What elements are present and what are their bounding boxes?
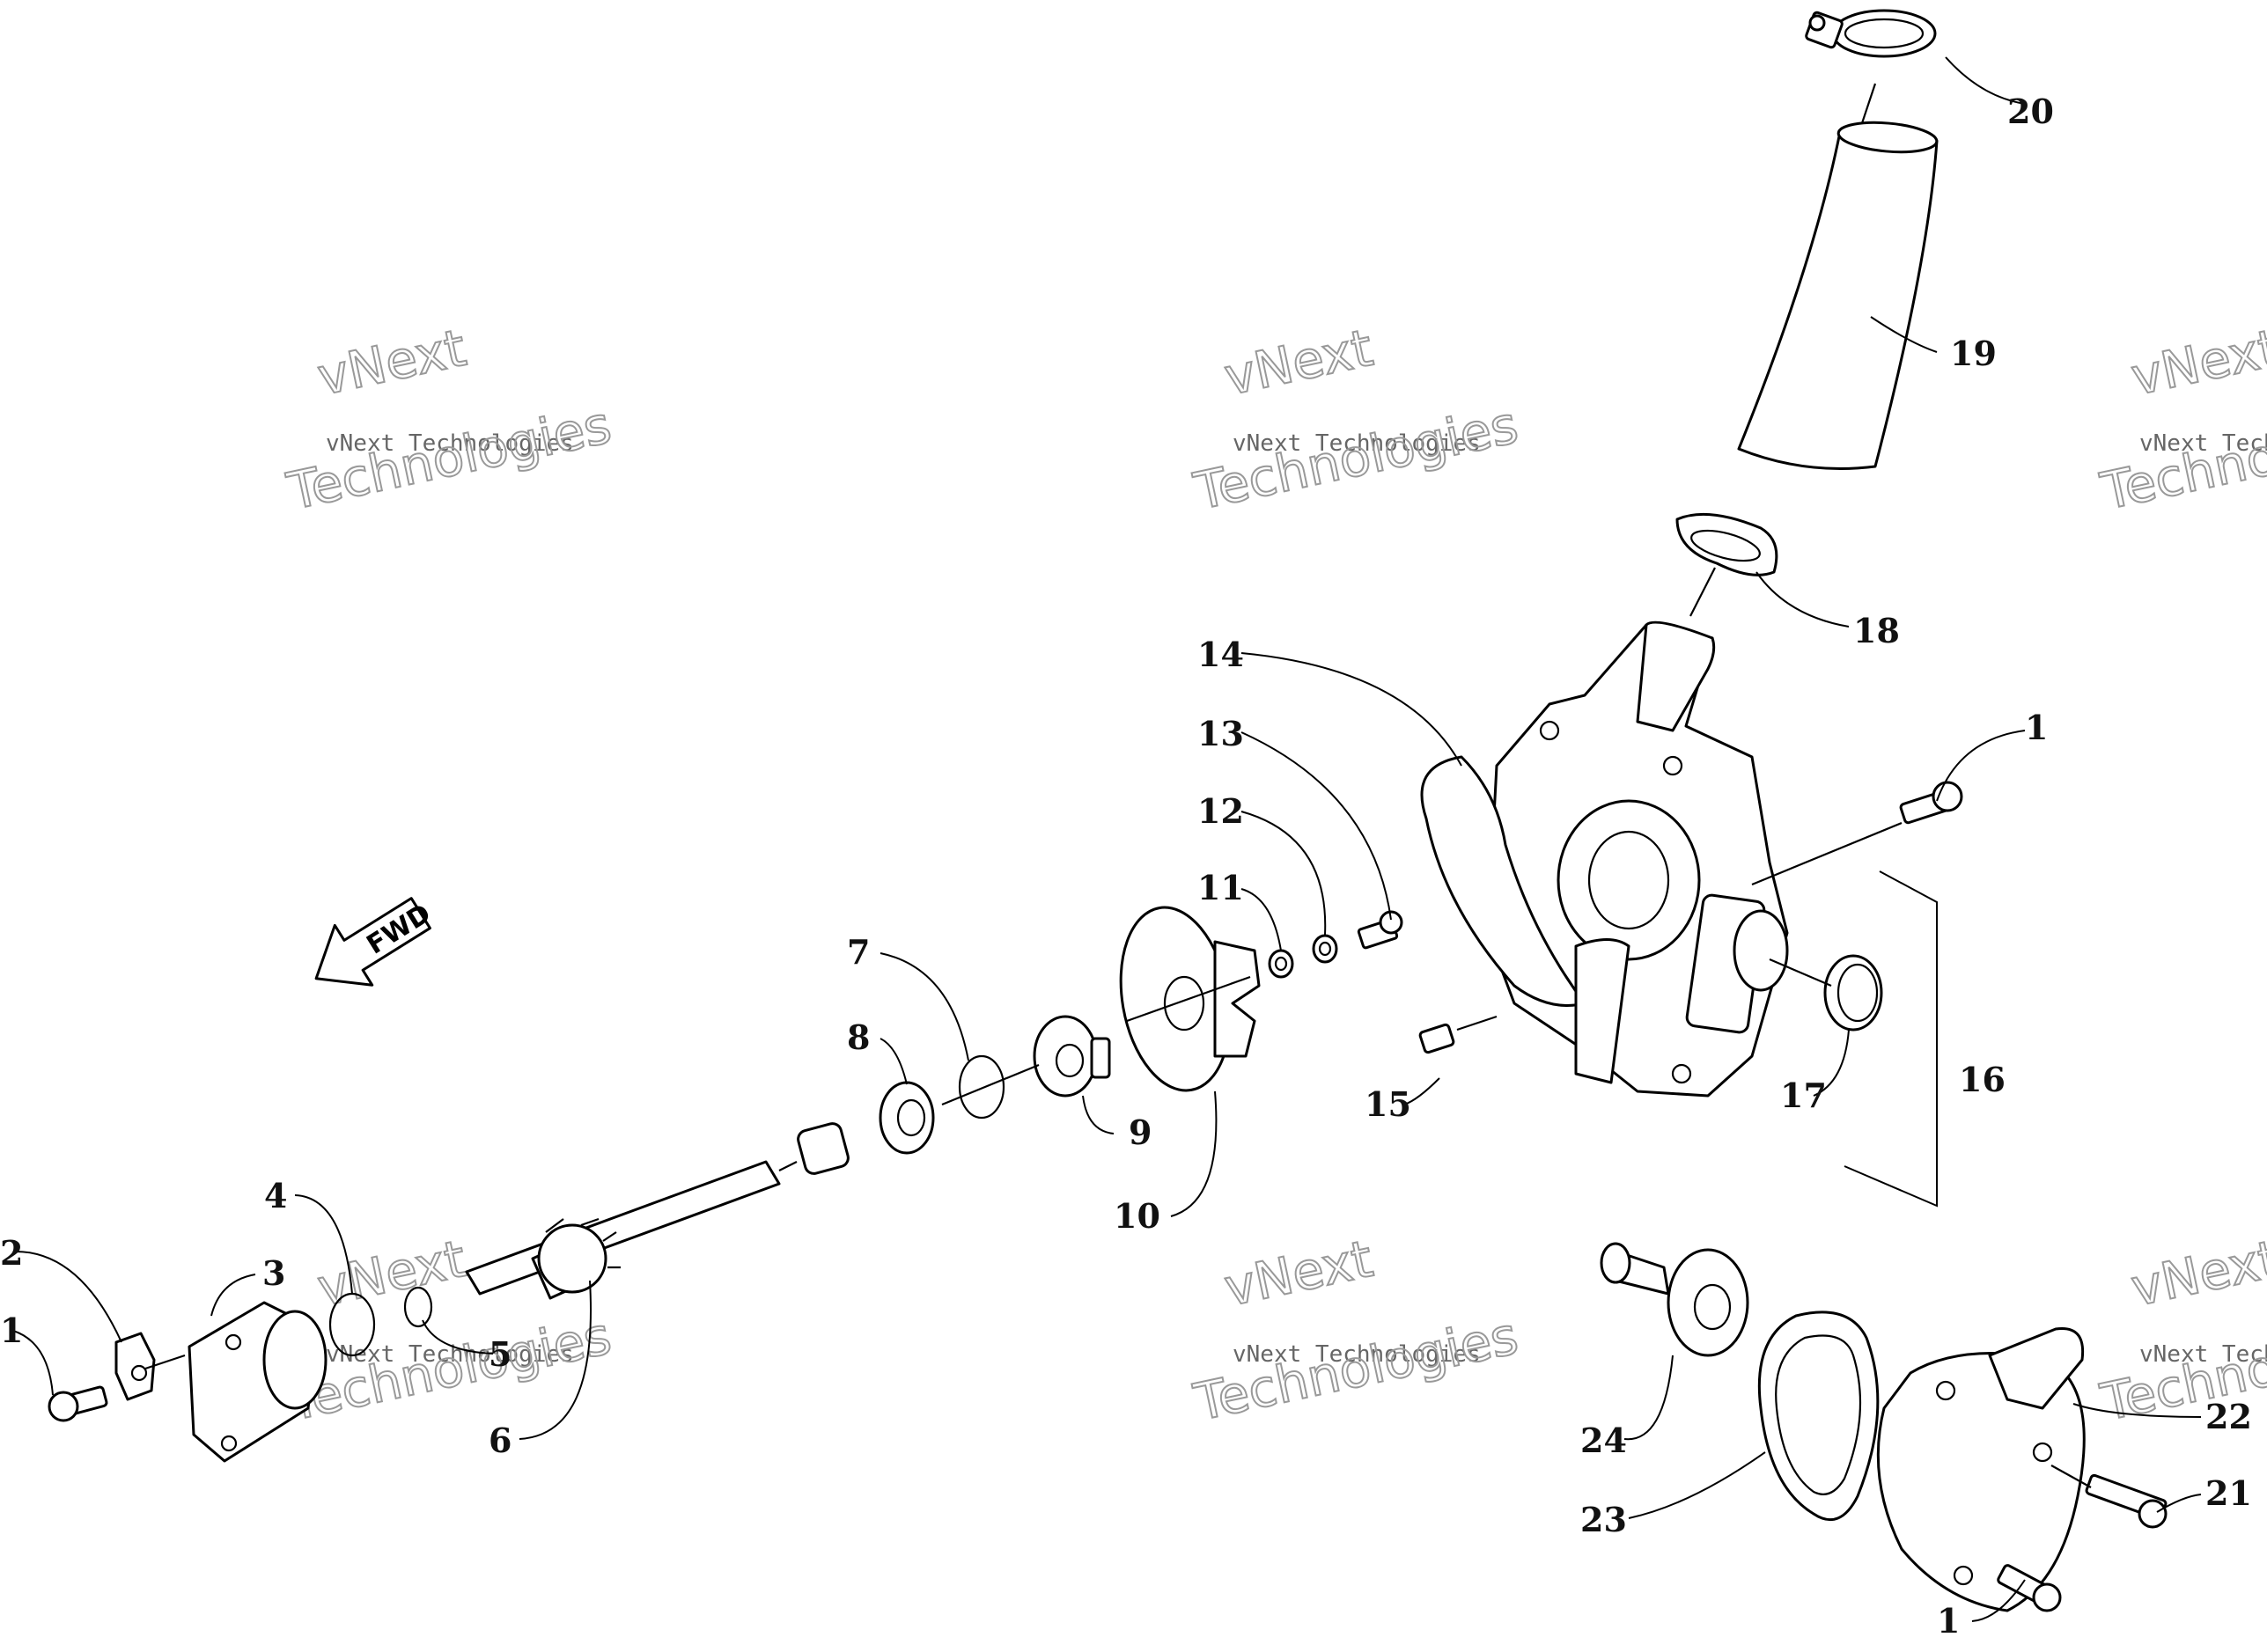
callout-13: 13: [1197, 714, 1244, 753]
callout-14: 14: [1197, 635, 1244, 674]
part-10-impeller: [1119, 906, 1261, 1092]
watermark-line3: Technologies: [1189, 394, 1523, 521]
callout-1-left: 1: [0, 1311, 23, 1350]
watermark-center: vNext vNext Technologies Technologies: [1188, 317, 1524, 523]
watermark-line2: vNext Technologies: [2139, 1341, 2267, 1368]
callout-11: 11: [1197, 868, 1244, 907]
callout-21: 21: [2205, 1473, 2252, 1513]
watermark-line2: vNext Technologies: [326, 430, 574, 457]
callout-23: 23: [1580, 1500, 1627, 1539]
part-17-seal: [1823, 954, 1883, 1032]
axis-line: [1751, 821, 1903, 886]
part-6-shaft: [465, 1160, 781, 1300]
axis-line: [778, 1161, 798, 1171]
part-21-bolt: [2085, 1473, 2168, 1529]
watermark-right: vNext vNext Technologies Technologies: [2094, 317, 2267, 523]
callout-3: 3: [262, 1253, 285, 1293]
part-15-dowel: [1418, 1023, 1455, 1054]
part-23-gasket: [1757, 1311, 1880, 1522]
axis-line: [1860, 83, 1877, 124]
watermark-line1: vNext: [1219, 318, 1378, 407]
watermark-left: vNext vNext Technologies Technologies: [281, 317, 617, 523]
fwd-arrow-icon: FWD: [314, 897, 437, 987]
callout-2: 2: [0, 1233, 23, 1273]
callout-18: 18: [1853, 611, 1900, 650]
watermark-line3: Technologies: [1189, 1305, 1523, 1432]
axis-line: [1126, 975, 1251, 1023]
callout-17: 17: [1780, 1076, 1827, 1115]
watermark-line2: vNext Technologies: [2139, 430, 2267, 457]
watermark-line3: Technologies: [282, 1305, 616, 1432]
part-14-pump-housing: [1420, 620, 1789, 1098]
part-1-screw-a: [1899, 781, 1963, 825]
spacer: [797, 1122, 850, 1175]
callout-24: 24: [1580, 1421, 1627, 1460]
part-11-washer: [1268, 949, 1294, 979]
part-20-clamp: [1805, 9, 1937, 58]
watermark-line1: vNext: [2126, 1229, 2267, 1318]
watermark-line1: vNext: [313, 318, 471, 407]
watermark-lower-center: vNext vNext Technologies Technologies: [1188, 1228, 1524, 1434]
part-1-screw-c: [1997, 1564, 2062, 1612]
callout-7: 7: [847, 932, 870, 972]
part-2-tab: [114, 1332, 156, 1401]
callout-1-top-right: 1: [2025, 708, 2048, 747]
part-22-thermo-housing: [1876, 1326, 2086, 1612]
callout-9: 9: [1129, 1112, 1152, 1152]
axis-line: [2050, 1465, 2092, 1488]
part-12-washer: [1312, 934, 1338, 964]
watermark-line2: vNext Technologies: [1233, 430, 1481, 457]
callout-20: 20: [2007, 92, 2054, 131]
watermark-line1: vNext: [2126, 318, 2267, 407]
part-9-mech-seal: [1033, 1015, 1111, 1098]
callout-4: 4: [264, 1176, 287, 1215]
leader-lines: [12, 56, 2202, 1622]
part-5-oring: [403, 1286, 433, 1328]
watermark-line1: vNext: [1219, 1229, 1378, 1318]
part-7-circlip: [958, 1054, 1005, 1120]
part-8-bearing: [879, 1081, 935, 1155]
watermark-line3: Technologies: [2095, 394, 2267, 521]
part-1-screw-b: [48, 1385, 108, 1422]
callout-22: 22: [2205, 1397, 2252, 1436]
part-13-bolt: [1357, 910, 1403, 950]
callout-15: 15: [1365, 1084, 1411, 1124]
callout-19: 19: [1950, 334, 1997, 373]
axis-line: [1456, 1015, 1498, 1032]
part-19-hose: [1737, 121, 1939, 470]
part-18-clamp: [1675, 512, 1778, 576]
axis-line: [941, 1063, 1040, 1106]
callout-10: 10: [1114, 1196, 1160, 1236]
callout-6: 6: [489, 1421, 512, 1460]
watermark-line3: Technologies: [282, 394, 616, 521]
part-3-cover: [188, 1301, 328, 1463]
callout-5: 5: [489, 1334, 512, 1374]
callout-1-bottom-right: 1: [1937, 1601, 1960, 1641]
axis-line: [1769, 958, 1832, 988]
callout-8: 8: [847, 1017, 870, 1057]
axis-line: [1689, 567, 1716, 617]
watermark-line2: vNext Technologies: [1233, 1341, 1481, 1368]
callout-labels: 20 19 18 14 13 12 11 1 16 17 15 7 8 9 10…: [0, 92, 2252, 1641]
callout-16: 16: [1959, 1060, 2006, 1099]
axis-line: [144, 1354, 186, 1370]
callout-12: 12: [1197, 791, 1244, 831]
part-24-thermostat: [1600, 1242, 1749, 1357]
bracket-16: [1844, 870, 1938, 1208]
